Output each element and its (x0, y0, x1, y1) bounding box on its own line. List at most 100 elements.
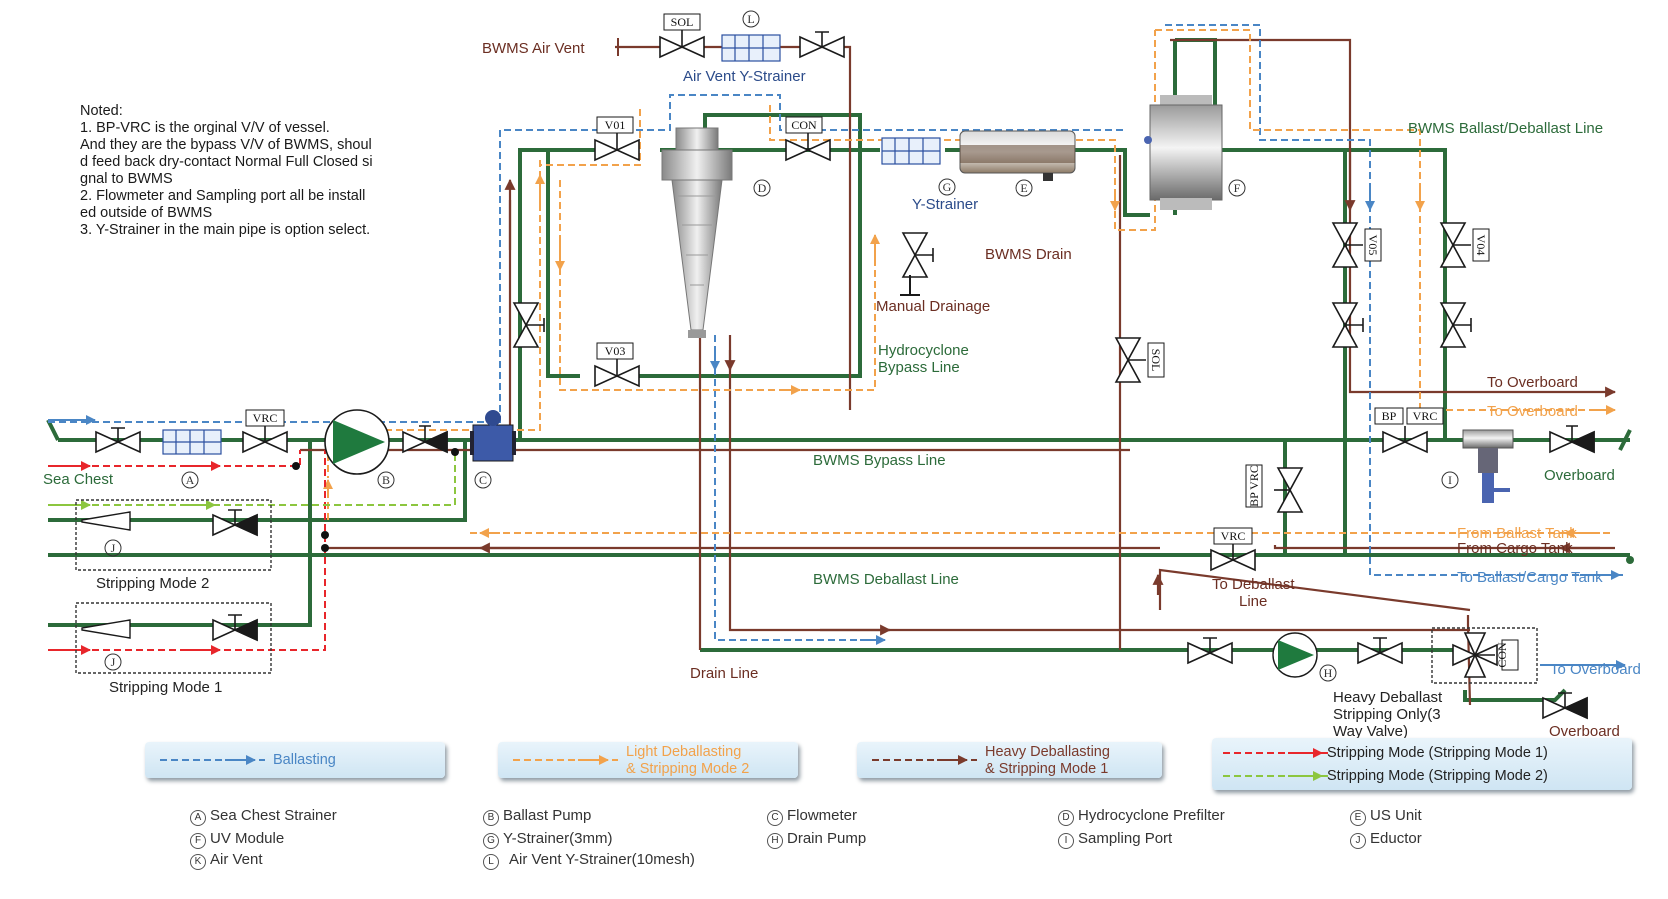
svg-text:L: L (747, 12, 754, 26)
label-to-overboard-3: To Overboard (1550, 661, 1641, 678)
label-heavy-deballast-3: Way Valve) (1333, 723, 1408, 740)
key-letter-k: K (190, 854, 206, 870)
legend-light-label-1: Light Deballasting (626, 744, 742, 760)
label-drain-line: Drain Line (690, 665, 758, 682)
label-overboard-bottom: Overboard (1549, 723, 1620, 740)
key-letter-c: C (767, 810, 783, 826)
ballast-pump (324, 409, 390, 475)
light-deballast-arrows (323, 174, 1616, 538)
bypass-left-valve (512, 302, 545, 348)
svg-text:C: C (479, 473, 487, 487)
key-letter-l: L (483, 854, 499, 870)
label-heavy-deballast-2: Stripping Only(3 (1333, 706, 1441, 723)
key-text-a: Sea Chest Strainer (210, 807, 337, 824)
legend-stripping-swatch (1223, 748, 1328, 781)
marker-i: I (1441, 471, 1459, 489)
label-to-deballast-1: To Deballast (1212, 576, 1295, 593)
legend-light-swatch (513, 755, 618, 765)
ballasting-arrows (48, 190, 1626, 670)
manual-drain-valve (901, 232, 934, 278)
svg-text:G: G (943, 180, 952, 194)
end-caps (617, 38, 920, 296)
label-stripping-mode-1: Stripping Mode 1 (109, 679, 222, 696)
notes-line: ed outside of BWMS (80, 205, 213, 221)
valve-v01 (594, 132, 640, 162)
label-to-overboard-1: To Overboard (1487, 374, 1578, 391)
drain-valve-left (1187, 637, 1233, 665)
notes-line: 1. BP-VRC is the orginal V/V of vessel. (80, 120, 330, 136)
key-text-b: Ballast Pump (503, 807, 592, 824)
legend-heavy-deballasting: Heavy Deballasting & Stripping Mode 1 (857, 742, 1162, 778)
valve-v04 (1439, 222, 1471, 268)
marker-e: E (1015, 179, 1033, 197)
notes-line: gnal to BWMS (80, 171, 173, 187)
valve-bp-vrc (1382, 426, 1428, 454)
key-text-l: Air Vent Y-Strainer(10mesh) (509, 851, 695, 868)
tag-bp: BP (1382, 409, 1397, 423)
label-to-deballast-2: Line (1239, 593, 1267, 610)
svg-text:B: B (382, 473, 390, 487)
marker-c: C (474, 471, 492, 489)
marker-f: F (1228, 179, 1246, 197)
tag-v01: V01 (605, 118, 626, 132)
valve-con-top (785, 132, 831, 162)
tag-texts: SOL V01 CON V03 VRC BP VRC VRC BP VRC V0… (253, 15, 1509, 668)
notes-heading: Noted: (80, 103, 123, 119)
bottom-overboard-check (1542, 692, 1588, 720)
key-text-d: Hydrocyclone Prefilter (1078, 807, 1225, 824)
sampling-port (1462, 429, 1514, 503)
hydrocyclone (661, 127, 733, 338)
label-to-overboard-2: To Overboard (1487, 403, 1578, 420)
legend-light-label-2: & Stripping Mode 2 (626, 761, 750, 777)
stripping2-valve (212, 509, 258, 537)
svg-text:J: J (111, 541, 116, 555)
legend-strip1-label: Stripping Mode (Stripping Mode 1) (1327, 745, 1548, 761)
svg-text:H: H (1324, 666, 1333, 680)
line-labels: BWMS Air Vent Air Vent Y-Strainer BWMS B… (43, 40, 1641, 740)
junction-dots (292, 448, 1634, 564)
valve-sol-drain (1114, 337, 1146, 383)
notes-line: 2. Flowmeter and Sampling port all be in… (80, 188, 366, 204)
stripping-arrows (50, 461, 221, 655)
legend-ballasting-swatch (160, 755, 265, 765)
key-letter-h: H (767, 833, 783, 849)
notes-line: d feed back dry-contact Normal Full Clos… (80, 154, 373, 170)
valve-v04-lower (1439, 302, 1472, 348)
svg-text:J: J (111, 655, 116, 669)
drain-pump (1272, 632, 1318, 678)
label-from-ballast-tank: From Ballast Tank (1457, 525, 1577, 542)
label-from-cargo-tank: From Cargo Tank (1457, 540, 1573, 557)
key-text-g: Y-Strainer(3mm) (503, 830, 613, 847)
valves (95, 29, 1595, 720)
label-manual-drainage: Manual Drainage (876, 298, 990, 315)
label-bwms-bypass-line: BWMS Bypass Line (813, 452, 946, 469)
key-letter-a: A (190, 810, 206, 826)
tag-boxes (245, 13, 1519, 671)
uv-module (1144, 95, 1223, 210)
valve-v05-lower (1331, 302, 1364, 348)
key-letter-g: G (483, 833, 499, 849)
stripping-mode-boxes (75, 499, 1538, 684)
heavy-deballast-arrows (478, 150, 1600, 636)
three-way-valve (1452, 632, 1498, 678)
marker-b: B (377, 471, 395, 489)
tag-v05: V05 (1366, 235, 1380, 256)
key-text-i: Sampling Port (1078, 830, 1173, 847)
valve-v05 (1331, 222, 1363, 268)
legend-ballasting: Ballasting (145, 742, 445, 778)
svg-text:A: A (186, 473, 195, 487)
marker-h: H (1319, 664, 1337, 682)
svg-text:I: I (1448, 473, 1452, 487)
valve-vrc-deballast (1210, 544, 1256, 572)
label-bwms-drain: BWMS Drain (985, 246, 1072, 263)
legend-ballasting-label: Ballasting (273, 752, 336, 768)
key-text-h: Drain Pump (787, 830, 867, 847)
label-stripping-mode-2: Stripping Mode 2 (96, 575, 209, 592)
